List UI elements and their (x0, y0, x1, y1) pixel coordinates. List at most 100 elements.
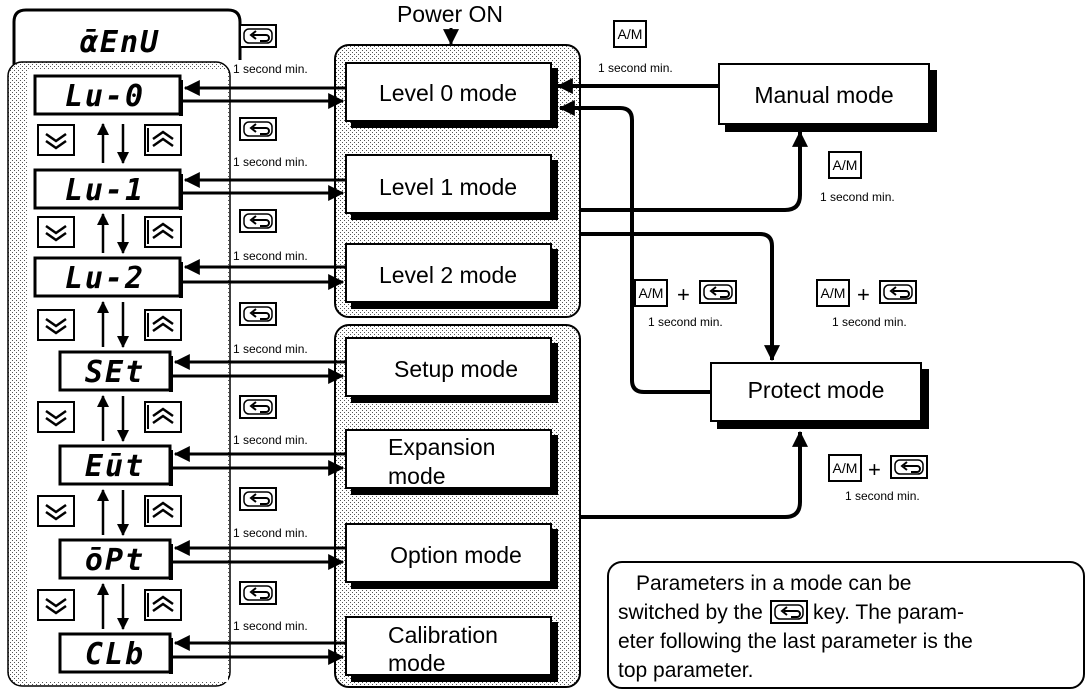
mode-expansion-label-2: mode (388, 463, 446, 489)
note-line-4: top parameter. (618, 659, 753, 682)
mode-level2-label: Level 2 mode (379, 262, 517, 288)
am-key-label: A/M (618, 26, 643, 42)
down-key-icon[interactable] (36, 308, 76, 342)
note-box: Parameters in a mode can be switched by … (607, 561, 1085, 689)
mode-box-level1: Level 1 mode (345, 154, 558, 220)
one-second-label: 1 second min. (233, 342, 308, 356)
mode-expansion-label-1: Expansion (388, 434, 495, 460)
note-line-2a: switched by the (618, 601, 763, 624)
display-lu2-text: Lu-2 (65, 261, 145, 296)
mode-key-icon[interactable] (239, 395, 277, 419)
one-second-label: 1 second min. (648, 315, 723, 329)
nav-keys-row-4 (36, 395, 183, 442)
mode-key-icon[interactable] (879, 280, 917, 304)
mode-box-option: Option mode (345, 523, 558, 589)
up-key-icon[interactable] (143, 308, 183, 342)
display-lu0: Lu-0 (33, 74, 183, 116)
mode-level1-label: Level 1 mode (379, 174, 517, 200)
am-key-level1: A/M 1 second min. (820, 151, 895, 204)
display-lu1-text: Lu-1 (65, 173, 145, 208)
mode-calibration-label-2: mode (388, 650, 446, 676)
mode-setup-label: Setup mode (394, 356, 518, 382)
mode-key-group-1: 1 second min. (233, 117, 308, 169)
up-key-icon[interactable] (143, 588, 183, 622)
note-line-3: eter following the last parameter is the (618, 630, 973, 653)
one-second-label: 1 second min. (832, 315, 907, 329)
up-key-icon[interactable] (143, 215, 183, 249)
plus-sign: + (677, 282, 690, 307)
right-arrows (556, 78, 808, 519)
one-second-label: 1 second min. (233, 619, 308, 633)
setting-modes-panel (334, 324, 581, 688)
mode-key-group-3: 1 second min. (233, 302, 308, 356)
display-lu2: Lu-2 (33, 256, 183, 298)
mode-key-icon[interactable] (239, 302, 277, 326)
nav-keys-row-1 (36, 123, 183, 164)
am-combo-left: A/M + 1 second min. (634, 279, 737, 329)
am-key-icon[interactable] (634, 279, 668, 307)
mode-box-level2: Level 2 mode (345, 243, 558, 309)
mode-key-icon[interactable] (239, 581, 277, 605)
display-set: SEt (58, 350, 173, 392)
mode-key-icon[interactable] (890, 455, 928, 479)
mode-calibration-label-1: Calibration (388, 622, 498, 648)
mode-key-icon[interactable] (239, 209, 277, 233)
display-set-text: SEt (85, 355, 145, 390)
mode-protect-label: Protect mode (748, 377, 885, 403)
nav-keys-row-3 (36, 301, 183, 348)
mode-box-protect: Protect mode (710, 362, 929, 429)
one-second-label: 1 second min. (233, 526, 308, 540)
plus-sign: + (857, 282, 870, 307)
one-second-label: 1 second min. (820, 190, 895, 204)
plus-sign: + (868, 457, 881, 482)
down-key-icon[interactable] (36, 215, 76, 249)
up-key-icon[interactable] (143, 123, 183, 157)
menu-display-text: ᾱEnU (80, 25, 160, 60)
nav-keys-row-5 (36, 489, 183, 536)
am-key-icon[interactable] (613, 20, 647, 48)
mode-manual-label: Manual mode (754, 82, 893, 108)
down-key-icon[interactable] (36, 400, 76, 434)
mode-box-setup: Setup mode (345, 337, 558, 403)
mode-key-icon[interactable] (239, 487, 277, 511)
mode-key-icon[interactable] (239, 117, 277, 141)
mode-option-label: Option mode (390, 542, 522, 568)
am-key-icon[interactable] (828, 454, 862, 482)
mode-box-expansion: Expansion mode (345, 429, 558, 495)
mode-box-manual: Manual mode (718, 63, 937, 132)
mode-key-icon (770, 600, 808, 624)
one-second-label: 1 second min. (598, 61, 673, 75)
mode-key-icon[interactable] (699, 280, 737, 304)
note-line-2b: key. The param- (813, 601, 964, 624)
am-key-icon[interactable] (816, 279, 850, 307)
mode-box-calibration: Calibration mode (345, 616, 558, 682)
am-key-label: A/M (833, 157, 858, 173)
up-key-icon[interactable] (143, 494, 183, 528)
power-on-label: Power ON (397, 1, 503, 27)
display-lu0-text: Lu-0 (65, 79, 145, 114)
menu-display: ᾱEnU (12, 8, 242, 95)
one-second-label: 1 second min. (233, 62, 308, 76)
down-key-icon[interactable] (36, 588, 76, 622)
display-lu1: Lu-1 (33, 168, 183, 210)
mode-key-group-0: 1 second min. (233, 24, 308, 76)
display-opt: ōPt (58, 538, 173, 580)
up-key-icon[interactable] (143, 400, 183, 434)
one-second-label: 1 second min. (233, 433, 308, 447)
am-key-label: A/M (821, 285, 846, 301)
mode-box-level0: Level 0 mode (345, 62, 558, 128)
down-key-icon[interactable] (36, 494, 76, 528)
mode-key-icon[interactable] (239, 24, 277, 48)
mode-key-group-6: 1 second min. (233, 581, 308, 633)
am-key-icon[interactable] (828, 151, 862, 179)
display-eut-text: Eūt (85, 449, 145, 484)
nav-keys-row-6 (36, 583, 183, 630)
display-opt-text: ōPt (85, 543, 145, 578)
one-second-label: 1 second min. (233, 155, 308, 169)
mode-level0-label: Level 0 mode (379, 80, 517, 106)
note-line-1: Parameters in a mode can be (636, 572, 911, 595)
one-second-label: 1 second min. (233, 249, 308, 263)
down-key-icon[interactable] (36, 123, 76, 157)
am-key-label: A/M (833, 460, 858, 476)
